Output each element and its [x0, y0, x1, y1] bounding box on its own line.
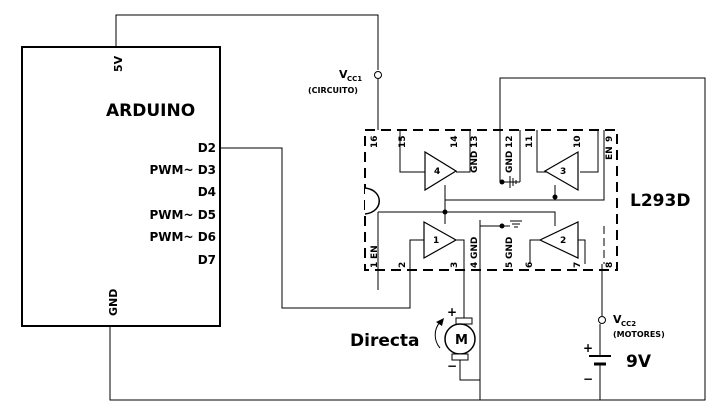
arduino-gnd-label: GND	[107, 289, 120, 316]
arduino-title: ARDUINO	[106, 101, 195, 121]
lead-pin6	[529, 239, 540, 264]
pin-12-label: GND	[505, 151, 515, 173]
arduino-board	[21, 46, 221, 327]
lead-pin2	[409, 239, 424, 264]
driver-4: 4	[424, 150, 458, 192]
vcc1-terminal	[374, 71, 382, 79]
junction-dot	[442, 209, 448, 215]
junction-dot	[552, 194, 558, 200]
lead-pin11	[536, 130, 555, 173]
motor-plus: +	[447, 305, 457, 319]
arduino-pin-d6: PWM~ D6	[149, 230, 216, 244]
vcc2-name: V	[613, 313, 622, 326]
battery-voltage: 9V	[626, 352, 652, 372]
pin-5-label: GND	[505, 237, 515, 259]
driver-3: 3	[543, 150, 579, 192]
lead-en-bus-bottom	[378, 211, 556, 226]
chip-top-pins: 16 15 14 13 GND 12 GND 11 10 9 EN	[370, 135, 615, 173]
arduino-pin-d2: D2	[198, 141, 216, 155]
vcc2-desc: (MOTORES)	[613, 330, 665, 339]
wire-vcc2-rail	[499, 77, 706, 401]
pin-1-label: EN	[370, 245, 380, 259]
vcc1-name: V	[339, 68, 348, 81]
arduino-digital-pins: D2 PWM~ D3 D4 PWM~ D5 PWM~ D6 D7	[149, 141, 216, 267]
pin-6-num: 6	[525, 262, 535, 268]
junction-dot	[499, 223, 505, 229]
ground-symbol-bottom	[510, 220, 522, 228]
junction-dot	[499, 179, 505, 185]
driver-3-label: 3	[560, 167, 566, 177]
motor-minus: −	[447, 359, 457, 373]
junction-dots	[442, 179, 558, 229]
pin-1-num: 1	[370, 262, 380, 268]
lead-pin10	[580, 130, 599, 173]
lead-en-bus-top	[445, 190, 605, 201]
pin-9-num: 9	[605, 136, 615, 142]
driver-1-label: 1	[433, 236, 439, 246]
pin-7-num: 7	[573, 262, 583, 268]
driver-1: 1	[423, 220, 458, 260]
pin-14-num: 14	[450, 135, 460, 148]
arduino-pin-d4: D4	[198, 185, 216, 199]
battery-minus: −	[583, 372, 593, 386]
wire-5v	[115, 14, 379, 70]
driver-2-label: 2	[560, 236, 566, 246]
vcc1-desc: (CIRCUITO)	[308, 86, 358, 95]
arduino-5v-label: 5V	[112, 55, 125, 72]
motor-direction: Directa	[350, 331, 420, 351]
lead-pin3	[456, 239, 465, 318]
rotation-arrow-icon	[434, 321, 441, 349]
arduino-pin-d7: D7	[198, 253, 216, 267]
vcc1-sub: CC1	[347, 75, 362, 83]
pin-12-num: 12	[505, 135, 515, 148]
motor: M + − Directa	[350, 226, 481, 381]
chip-notch	[364, 187, 380, 215]
lead-pin15	[399, 130, 425, 173]
wire-motor-gnd	[459, 226, 481, 381]
motor-symbol: M	[455, 333, 468, 348]
vcc2-terminal	[598, 316, 606, 324]
pin-8-num: 8	[605, 262, 615, 268]
ground-symbol-top	[509, 176, 517, 188]
driver-2: 2	[538, 221, 579, 259]
pin-4-num: 4	[470, 262, 480, 268]
pin-10-num: 10	[573, 135, 583, 148]
pin-15-num: 15	[398, 135, 408, 148]
arduino-pin-d3: PWM~ D3	[149, 163, 216, 177]
pin-3-num: 3	[450, 262, 460, 268]
pin-4-label: GND	[470, 237, 480, 259]
chip-bottom-pins: 1 EN 2 3 4 GND 5 GND 6 7 8	[370, 237, 615, 268]
driver-4-label: 4	[434, 167, 440, 177]
pin-2-num: 2	[398, 262, 408, 268]
lead-pin14	[456, 130, 471, 173]
pin-9-label: EN	[605, 146, 615, 160]
chip-title: L293D	[630, 191, 690, 211]
battery-plus: +	[583, 341, 593, 355]
vcc2-sub: CC2	[621, 320, 636, 328]
wire-d2-input1	[220, 147, 411, 309]
pin-13-num: 13	[470, 135, 480, 148]
pin-11-num: 11	[525, 135, 535, 148]
arduino-pin-d5: PWM~ D5	[149, 208, 216, 222]
vcc1-label: V CC1 (CIRCUITO)	[308, 68, 362, 95]
pin-5-num: 5	[505, 262, 515, 268]
pin-16-num: 16	[370, 135, 380, 148]
vcc2-label: V CC2 (MOTORES)	[613, 313, 665, 339]
battery: + − 9V	[583, 341, 652, 386]
pin-13-label: GND	[470, 151, 480, 173]
